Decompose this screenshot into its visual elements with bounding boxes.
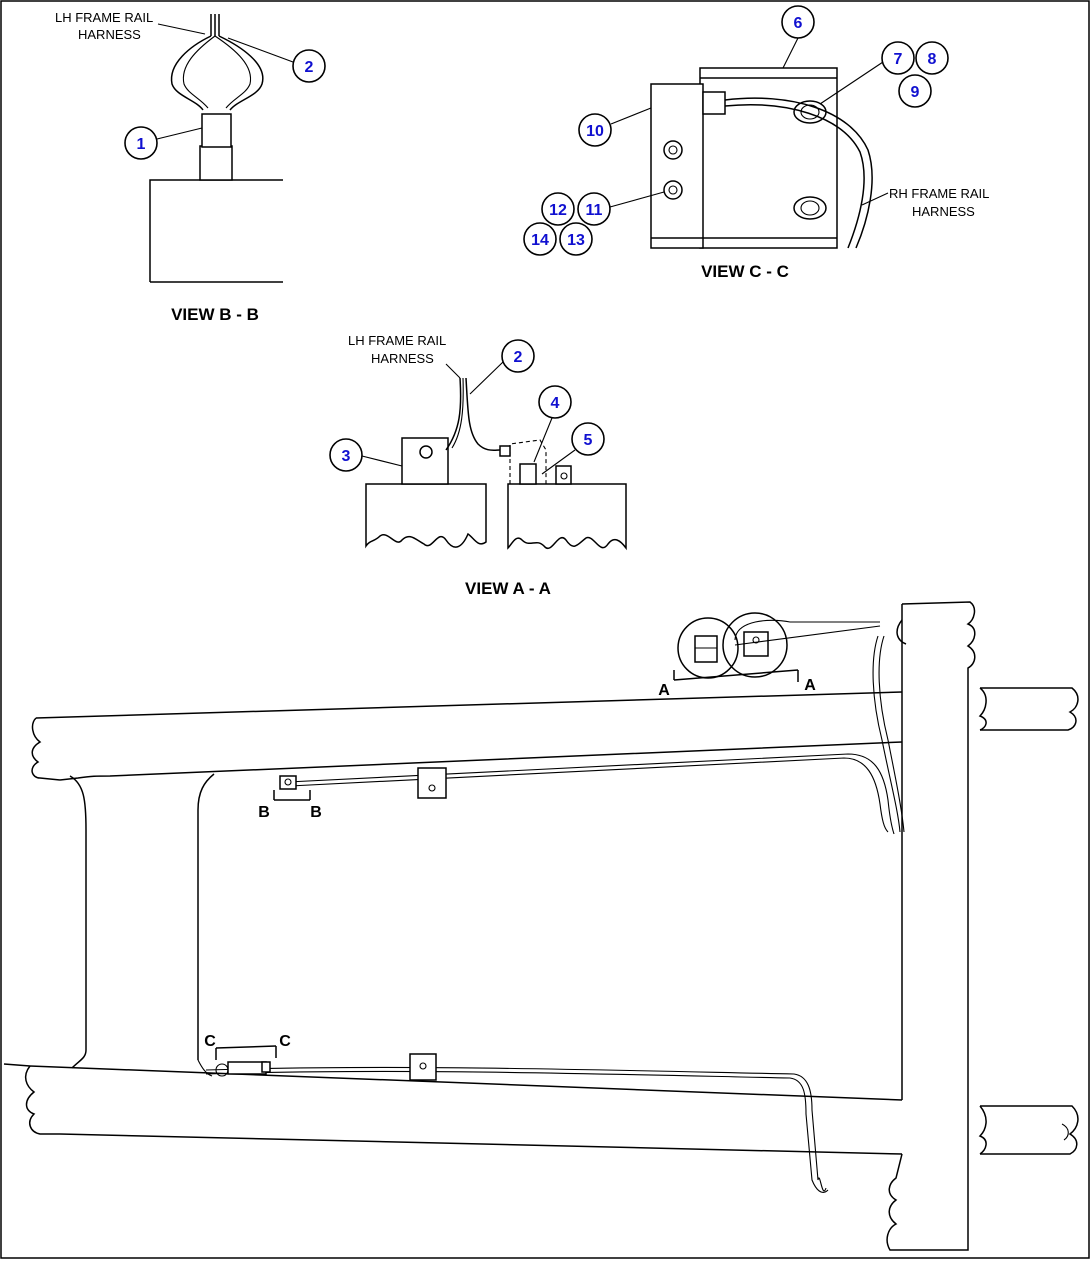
callout-9 [898,74,932,108]
view-b-sensor-lower [199,145,233,181]
lower-harness-run [205,1066,827,1192]
view-c-harness-label-2: HARNESS [912,204,975,219]
view-a-component-4-body [519,463,537,485]
callout-8-text: 8 [928,51,937,68]
section-c-line [215,1045,277,1049]
callout-12 [541,192,575,226]
sensor-c-location [227,1061,267,1075]
view-c-connector [702,91,726,115]
view-c-bolt-upper [663,140,683,160]
view-b-harness-stem [210,14,220,36]
lower-right-stub [980,1105,1079,1155]
view-a-title: VIEW A - A [465,579,551,598]
callout-5 [571,422,605,456]
view-c-harness-label-1: RH FRAME RAIL [889,186,989,201]
callout-13-text: 13 [567,232,585,249]
callout-6 [781,5,815,39]
section-b-right: B [310,804,322,821]
cross-member-right [197,773,215,1060]
view-a-harness-label-1: LH FRAME RAIL [348,333,446,348]
callout-2-view-b-text: 2 [305,59,314,76]
detail-circle-right [722,612,788,678]
view-a-component-4 [509,439,547,484]
view-c-rh-harness [724,97,873,249]
callout-8 [915,41,949,75]
view-c-bolt-lower [663,180,683,200]
callout-12-text: 12 [549,202,567,219]
callout-9-text: 9 [911,84,920,101]
section-a-left: A [658,682,670,699]
view-a-sensor-3-connector [419,445,433,459]
sensor-b-location [279,775,297,790]
view-c-module [650,83,704,249]
section-a-right: A [804,677,816,694]
callout-3 [329,438,363,472]
callout-6-text: 6 [794,15,803,32]
frame-assembly: A A B B C C [3,601,1079,1251]
lower-rail-bottom [59,1133,903,1155]
callout-5-text: 5 [584,432,593,449]
view-a-right-block [507,483,627,551]
callout-11 [577,192,611,226]
axle-member-bottom [886,1096,969,1251]
callout-7 [881,41,915,75]
callout-1-text: 1 [137,136,146,153]
lower-rail-top [29,1065,903,1101]
axle-member-right-edge [901,601,976,1096]
view-c-group: RH FRAME RAIL HARNESS 6 7 8 9 10 11 12 1… [523,5,989,281]
callout-2-view-b [292,49,326,83]
callout-2-view-a-text: 2 [514,349,523,366]
view-b-title: VIEW B - B [171,305,259,324]
view-a-left-block [365,483,487,549]
detail-sensor-right [743,631,769,657]
detail-sensor-left [694,635,718,663]
callout-10-text: 10 [586,123,604,140]
lower-rail-clip [409,1053,437,1081]
view-c-stud-upper [793,100,827,124]
cross-member-left [69,775,87,1069]
view-b-sensor-upper [201,113,232,148]
section-c-right: C [279,1033,291,1050]
view-a-harness [445,377,462,451]
callout-11-text: 11 [586,202,603,219]
upper-rail-left-end [31,717,61,781]
view-b-harness-label-2: HARNESS [78,27,141,42]
view-a-group: LH FRAME RAIL HARNESS 2 3 4 5 VIEW A - A [329,333,627,598]
upper-rail-bottom [59,741,903,781]
upper-harness-riser [872,635,901,833]
view-b-harness-label-1: LH FRAME RAIL [55,10,153,25]
view-a-harness-label-2: HARNESS [371,351,434,366]
view-b-group: LH FRAME RAIL HARNESS 2 1 VIEW B - B [55,10,326,324]
callout-10 [578,113,612,147]
view-b-harness-left [170,35,212,111]
view-a-sensor-3 [401,437,449,485]
callout-4 [538,385,572,419]
section-c-left: C [204,1033,216,1050]
callout-13 [559,222,593,256]
upper-rail-top [35,691,903,719]
callout-4-text: 4 [551,395,560,412]
upper-rail-clip [417,767,447,799]
callout-14 [523,222,557,256]
callout-2-view-a [501,339,535,373]
view-c-title: VIEW C - C [701,262,789,281]
callout-1 [124,126,158,160]
view-b-frame-block [149,179,283,282]
section-b-left: B [258,804,270,821]
callout-14-text: 14 [531,232,549,249]
callout-3-text: 3 [342,448,351,465]
lower-rail-left-end [24,1065,60,1135]
upper-right-stub [980,687,1079,731]
view-b-harness-right [218,35,264,111]
view-a-component-5 [555,465,572,485]
upper-harness-run [287,753,895,835]
callout-7-text: 7 [894,51,903,68]
view-c-stud-lower [793,196,827,220]
section-a-line [673,669,799,681]
